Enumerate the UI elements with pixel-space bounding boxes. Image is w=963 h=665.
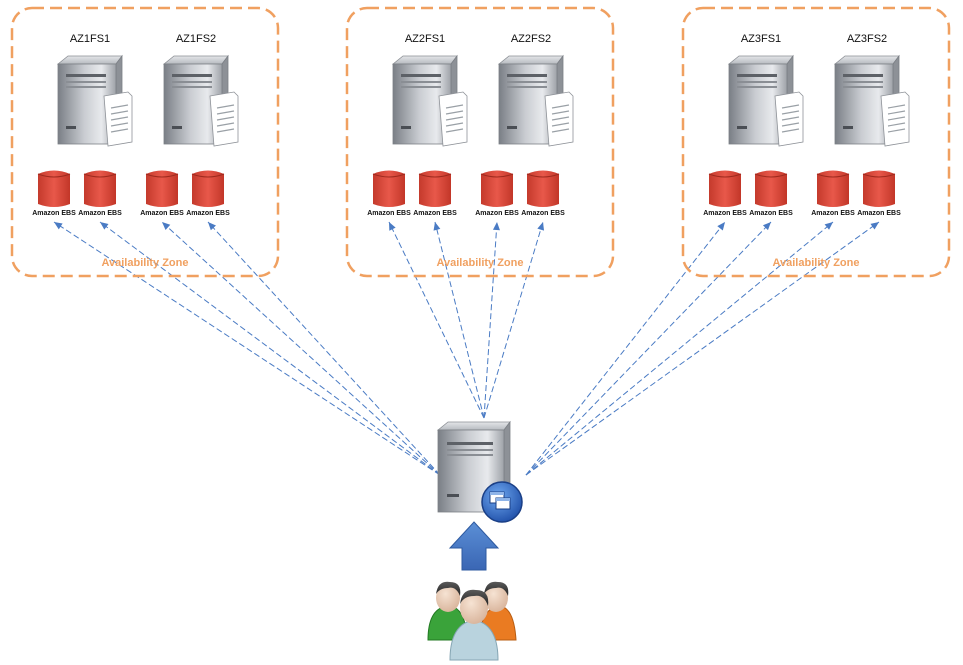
zone-border: [681, 6, 951, 278]
ebs-volume-icon: [37, 170, 71, 208]
connector-line: [388, 221, 485, 419]
ebs-volume-label: Amazon EBS: [78, 210, 122, 217]
connector-line: [53, 221, 441, 476]
zone-label: Availability Zone: [436, 257, 523, 269]
server-name: AZ2FS1: [405, 33, 445, 45]
file-server-icon: [498, 55, 574, 147]
zone-label: Availability Zone: [101, 257, 188, 269]
connector-arrowheads: [54, 222, 879, 231]
ebs-volume-icon: [191, 170, 225, 208]
connector-arrowhead: [492, 222, 500, 231]
connector-arrowhead: [824, 222, 833, 230]
ebs-volume-icon: [526, 170, 560, 208]
zone-border: [345, 6, 615, 278]
ebs-volume-label: Amazon EBS: [857, 210, 901, 217]
up-arrow-icon: [448, 521, 500, 571]
ebs-volume-icon: [754, 170, 788, 208]
application-server-icon: [436, 420, 523, 523]
ebs-volume-icon: [862, 170, 896, 208]
ebs-volume-icon: [418, 170, 452, 208]
connector-arrowhead: [162, 222, 171, 230]
ebs-volume-icon: [145, 170, 179, 208]
ebs-volume-icon: [372, 170, 406, 208]
connector-arrowhead: [208, 222, 216, 231]
connector-line: [525, 221, 834, 476]
ebs-volume-label: Amazon EBS: [367, 210, 411, 217]
connector-line: [207, 221, 441, 476]
file-server-icon: [57, 55, 133, 147]
ebs-volume-icon: [83, 170, 117, 208]
file-server-icon: [163, 55, 239, 147]
zone-border: [10, 6, 280, 278]
connector-arrowhead: [100, 222, 109, 230]
connector-line: [161, 221, 441, 476]
connector-arrowhead: [762, 222, 771, 231]
connector-arrowhead: [870, 222, 879, 230]
ebs-volume-label: Amazon EBS: [521, 210, 565, 217]
connector-line: [99, 221, 441, 476]
file-server-icon: [834, 55, 910, 147]
connector-arrowhead: [389, 222, 396, 231]
ebs-volume-icon: [480, 170, 514, 208]
connector-line: [525, 221, 880, 476]
ebs-volume-label: Amazon EBS: [749, 210, 793, 217]
zone-label: Availability Zone: [772, 257, 859, 269]
connector-line: [483, 221, 544, 419]
connector-line: [525, 221, 726, 476]
users-group-icon: [427, 581, 517, 661]
connector-lines: [53, 221, 880, 476]
ebs-volume-label: Amazon EBS: [186, 210, 230, 217]
ebs-volume-label: Amazon EBS: [140, 210, 184, 217]
connector-line: [483, 221, 498, 419]
connector-line: [434, 221, 485, 419]
ebs-volume-label: Amazon EBS: [413, 210, 457, 217]
ebs-volume-label: Amazon EBS: [811, 210, 855, 217]
file-server-icon: [392, 55, 468, 147]
ebs-volume-label: Amazon EBS: [475, 210, 519, 217]
ebs-volume-icon: [816, 170, 850, 208]
ebs-volume-label: Amazon EBS: [703, 210, 747, 217]
connector-arrowhead: [717, 222, 725, 231]
server-name: AZ2FS2: [511, 33, 551, 45]
server-name: AZ1FS2: [176, 33, 216, 45]
server-name: AZ3FS1: [741, 33, 781, 45]
connector-arrowhead: [433, 222, 441, 231]
server-name: AZ1FS1: [70, 33, 110, 45]
connector-arrowhead: [54, 222, 63, 230]
ebs-volume-icon: [708, 170, 742, 208]
file-server-icon: [728, 55, 804, 147]
connector-line: [525, 221, 772, 476]
connector-arrowhead: [537, 222, 545, 231]
server-name: AZ3FS2: [847, 33, 887, 45]
ebs-volume-label: Amazon EBS: [32, 210, 76, 217]
